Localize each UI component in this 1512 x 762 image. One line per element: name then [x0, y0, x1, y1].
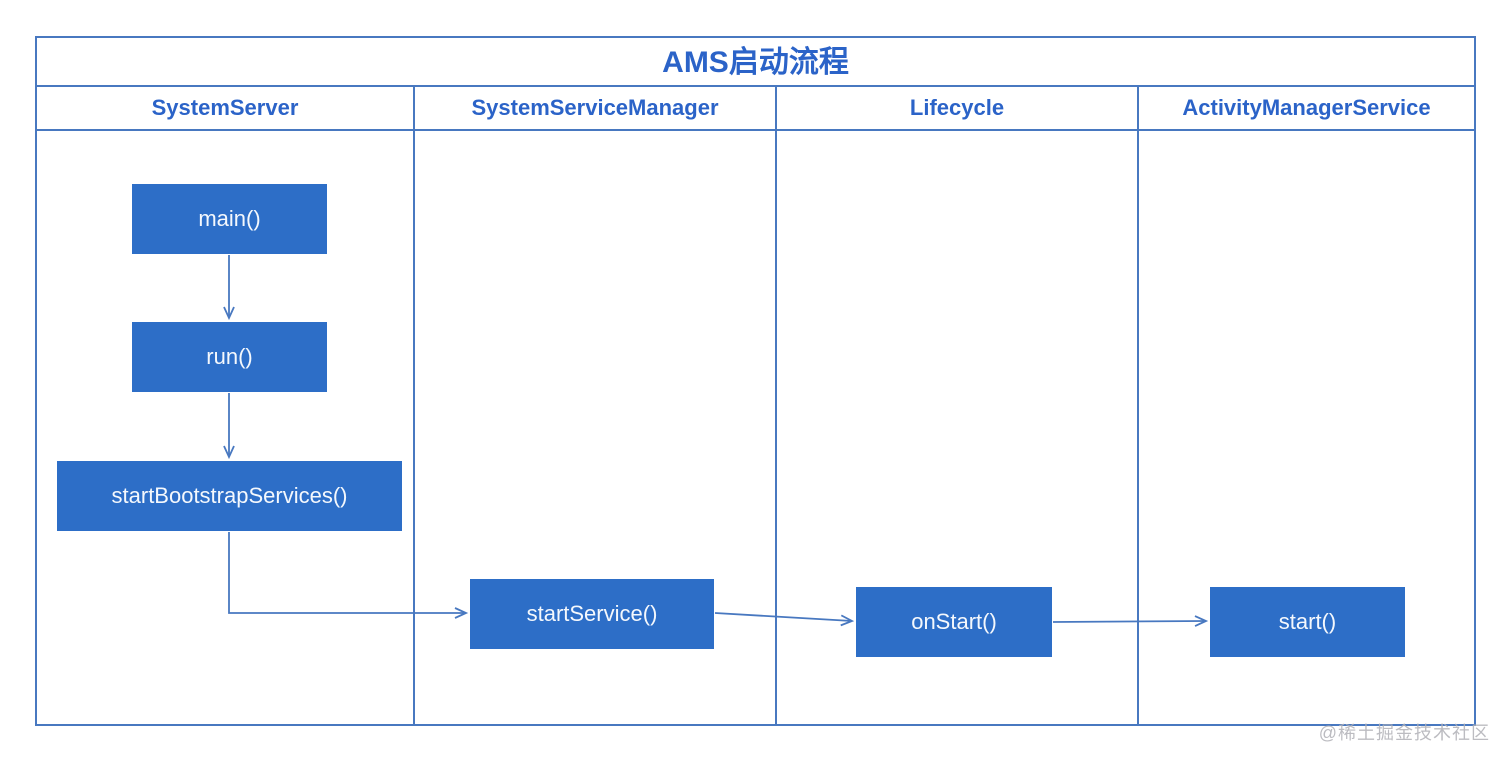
node-start-label: start() — [1278, 609, 1337, 634]
node-main-label: main() — [198, 206, 261, 231]
node-startbootstrapservices-label: startBootstrapServices() — [111, 483, 348, 508]
lane-systemserver: SystemServer — [37, 87, 413, 724]
node-onstart-label: onStart() — [911, 609, 997, 634]
node-startservice[interactable]: startService() — [470, 579, 714, 649]
swimlane-frame: AMS启动流程 SystemServer SystemServiceManage… — [35, 36, 1476, 726]
diagram-title: AMS启动流程 — [37, 38, 1474, 87]
lane-lifecycle: Lifecycle — [775, 87, 1137, 724]
lane-systemservicemanager: SystemServiceManager — [413, 87, 775, 724]
node-startbootstrapservices[interactable]: startBootstrapServices() — [57, 461, 402, 531]
lane-header-systemservicemanager: SystemServiceManager — [415, 87, 775, 131]
lane-activitymanagerservice: ActivityManagerService — [1137, 87, 1474, 724]
node-main[interactable]: main() — [132, 184, 327, 254]
node-onstart[interactable]: onStart() — [856, 587, 1052, 657]
lane-header-lifecycle: Lifecycle — [777, 87, 1137, 131]
lane-header-activitymanagerservice: ActivityManagerService — [1139, 87, 1474, 131]
node-startservice-label: startService() — [526, 601, 658, 626]
lane-header-systemserver: SystemServer — [37, 87, 413, 131]
swimlane-columns: SystemServer SystemServiceManager Lifecy… — [37, 87, 1474, 724]
watermark-text: @稀土掘金技术社区 — [1318, 723, 1490, 743]
node-run[interactable]: run() — [132, 322, 327, 392]
node-run-label: run() — [206, 344, 253, 369]
node-start[interactable]: start() — [1210, 587, 1405, 657]
